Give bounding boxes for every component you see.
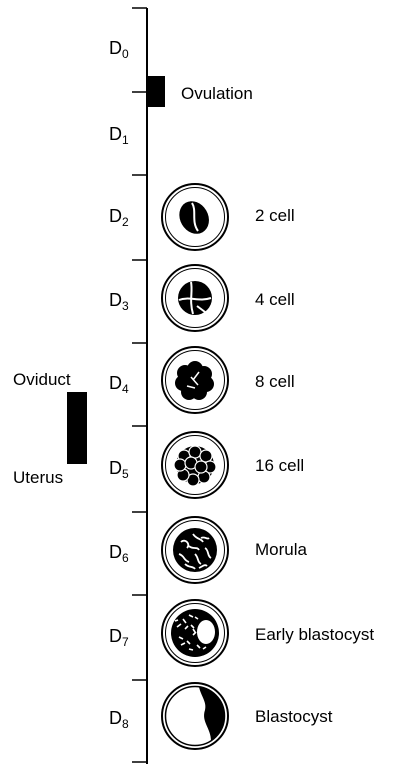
day-number: 5	[122, 467, 129, 481]
day-label-d3: D3	[109, 290, 129, 316]
stage-label-blastocyst: Blastocyst	[255, 707, 332, 727]
sixteen-cell-embryo-icon	[162, 432, 228, 498]
stage-label-16-cell: 16 cell	[255, 456, 304, 476]
day-label-d2: D2	[109, 206, 129, 232]
day-letter: D	[109, 542, 122, 562]
uterus-label: Uterus	[13, 468, 63, 488]
stage-label-2-cell: 2 cell	[255, 206, 295, 226]
day-label-d0: D0	[109, 38, 129, 64]
day-number: 7	[122, 635, 129, 649]
four-cell-embryo-icon	[162, 265, 228, 331]
day-letter: D	[109, 206, 122, 226]
day-number: 2	[122, 215, 129, 229]
stage-label-early-blastocyst: Early blastocyst	[255, 625, 374, 645]
stage-label-morula: Morula	[255, 540, 307, 560]
eight-cell-embryo-icon	[162, 347, 228, 413]
day-label-d8: D8	[109, 708, 129, 734]
day-letter: D	[109, 626, 122, 646]
day-letter: D	[109, 290, 122, 310]
axis-ticks	[132, 8, 147, 762]
morula-icon	[162, 517, 228, 583]
day-letter: D	[109, 124, 122, 144]
day-number: 4	[122, 382, 129, 396]
early-blastocyst-icon	[162, 600, 228, 666]
day-number: 1	[122, 133, 129, 147]
day-letter: D	[109, 458, 122, 478]
day-number: 3	[122, 299, 129, 313]
day-number: 6	[122, 551, 129, 565]
day-label-d7: D7	[109, 626, 129, 652]
day-number: 0	[122, 47, 129, 61]
day-letter: D	[109, 373, 122, 393]
blastocyst-icon	[162, 683, 228, 749]
day-label-d5: D5	[109, 458, 129, 484]
ovulation-marker	[148, 76, 165, 107]
oviduct-uterus-boundary-bar	[67, 392, 87, 464]
stage-label-4-cell: 4 cell	[255, 290, 295, 310]
day-letter: D	[109, 38, 122, 58]
day-letter: D	[109, 708, 122, 728]
stage-label-8-cell: 8 cell	[255, 372, 295, 392]
two-cell-embryo-icon	[162, 184, 228, 250]
day-label-d6: D6	[109, 542, 129, 568]
day-number: 8	[122, 717, 129, 731]
ovulation-label: Ovulation	[181, 84, 253, 104]
oviduct-label: Oviduct	[13, 370, 71, 390]
day-label-d1: D1	[109, 124, 129, 150]
day-label-d4: D4	[109, 373, 129, 399]
